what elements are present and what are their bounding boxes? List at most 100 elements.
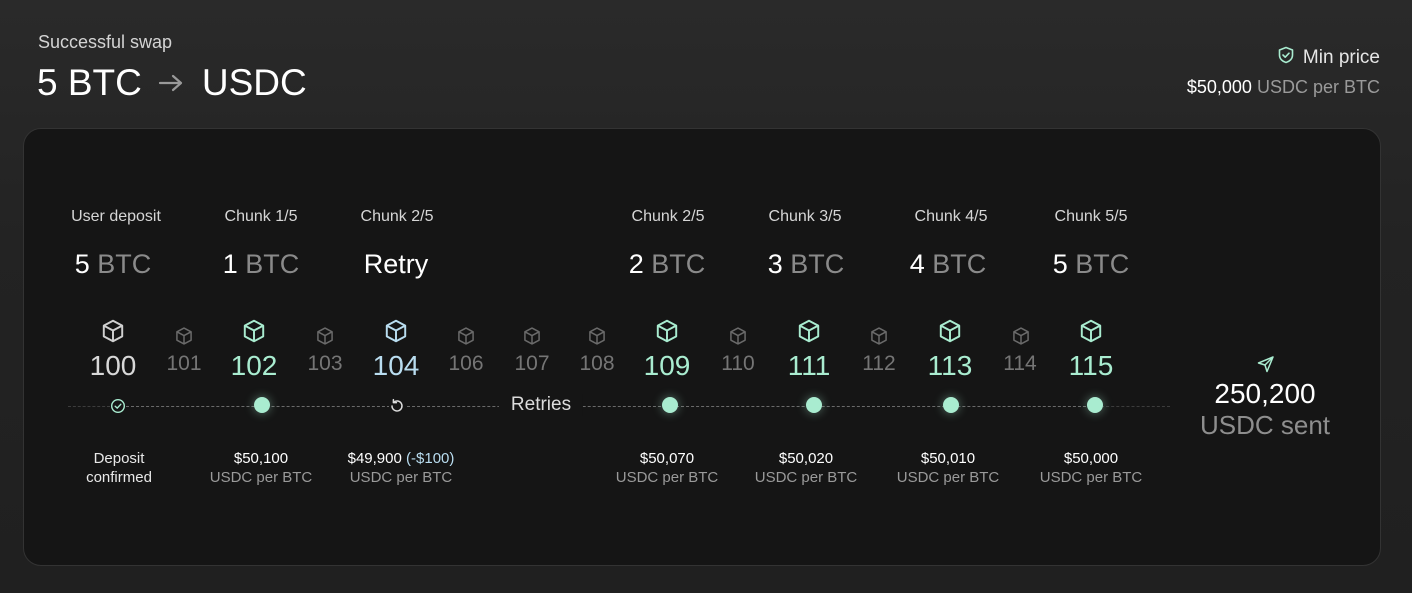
cube-icon [654, 318, 680, 344]
block-number: 113 [927, 350, 973, 381]
retries-label: Retries [498, 394, 584, 416]
chunk4-amount-number: 4 [909, 249, 925, 279]
cube-icon [456, 326, 476, 346]
chunk5-price-unit: USDC per BTC [1039, 469, 1143, 486]
block-number: 106 [448, 352, 484, 375]
column-label-chunk1: Chunk 1/5 [224, 208, 298, 225]
chunk2-retry-price-diff: (-$100) [406, 450, 455, 467]
chunk2-amount-unit: BTC [651, 249, 706, 279]
timeline-line [676, 406, 1096, 407]
chunk2-retry-price-unit: USDC per BTC [349, 469, 453, 486]
swap-from-amount: 5 BTC [37, 62, 142, 103]
chunk3-node [806, 397, 822, 413]
timeline-line [1096, 406, 1170, 407]
chunk2-price-value: $50,070 [639, 450, 695, 467]
cube-icon [1011, 326, 1031, 346]
swap-to-asset: USDC [201, 62, 307, 103]
cube-icon [587, 326, 607, 346]
chunk3-amount-number: 3 [767, 249, 783, 279]
cube-icon [100, 318, 126, 344]
chunk4-node [943, 397, 959, 413]
min-price-amount: $50,000 [1186, 77, 1252, 97]
chunk3-amount-unit: BTC [790, 249, 845, 279]
column-label-chunk3: Chunk 3/5 [768, 208, 842, 225]
block-number: 114 [1003, 352, 1037, 375]
column-label-chunk4: Chunk 4/5 [914, 208, 988, 225]
column-label-deposit: User deposit [71, 208, 161, 225]
chunk2-retry-price-value: $49,900 [347, 450, 402, 467]
chunk4-amount-unit: BTC [932, 249, 987, 279]
cube-icon [383, 318, 409, 344]
swap-status-subtitle: Successful swap [38, 32, 173, 52]
check-circle-icon [108, 396, 128, 416]
cube-icon [1078, 318, 1104, 344]
column-label-chunk2: Chunk 2/5 [631, 208, 705, 225]
chunk4-amount: 4 BTC [910, 249, 987, 280]
timeline-line [68, 406, 110, 407]
chunk1-price-unit: USDC per BTC [209, 469, 313, 486]
min-price-label: Min price [1302, 47, 1380, 68]
chunk5-price-value: $50,000 [1063, 450, 1119, 467]
cube-icon [522, 326, 542, 346]
cube-icon [869, 326, 889, 346]
chunk2-price: $50,070 USDC per BTC [616, 449, 719, 487]
deposit-confirmed-line1: Deposit [93, 450, 145, 467]
chunk5-amount: 5 BTC [1053, 249, 1130, 280]
sent-label: USDC sent [1199, 410, 1331, 440]
chunk1-amount: 1 BTC [223, 249, 300, 280]
block-number: 111 [787, 350, 831, 381]
deposit-confirmed-line2: confirmed [86, 469, 152, 486]
swap-title: 5 BTC USDC [37, 62, 307, 104]
chunk1-price: $50,100 USDC per BTC [210, 449, 313, 487]
min-price-header: Min price [1277, 46, 1380, 70]
column-label-chunk5: Chunk 5/5 [1054, 208, 1128, 225]
block-number: 109 [643, 350, 691, 381]
block-number: 107 [514, 352, 550, 375]
deposit-confirmed-status: Deposit confirmed [86, 449, 152, 487]
chunk2-price-unit: USDC per BTC [615, 469, 719, 486]
cube-icon [796, 318, 822, 344]
chunk1-amount-unit: BTC [245, 249, 300, 279]
chunk2-amount-number: 2 [628, 249, 644, 279]
chunk5-node [1087, 397, 1103, 413]
block-number: 112 [862, 352, 896, 375]
chunk1-node [254, 397, 270, 413]
block-number: 110 [721, 352, 755, 375]
chunk4-price-value: $50,010 [920, 450, 976, 467]
swap-timeline-panel [23, 128, 1381, 566]
block-number: 103 [307, 352, 343, 375]
cube-icon [315, 326, 335, 346]
deposit-amount: 5 BTC [75, 249, 152, 280]
chunk3-price-unit: USDC per BTC [754, 469, 858, 486]
block-number: 102 [230, 350, 278, 381]
min-price-value: $50,000 USDC per BTC [1187, 77, 1380, 98]
send-icon [1256, 354, 1276, 374]
chunk2-retry-price: $49,900 (-$100) USDC per BTC [348, 449, 455, 487]
arrow-right-icon [158, 73, 184, 93]
cube-icon [241, 318, 267, 344]
column-label-chunk2-retry: Chunk 2/5 [360, 208, 434, 225]
block-number: 108 [579, 352, 615, 375]
block-number: 115 [1068, 350, 1114, 381]
cube-icon [937, 318, 963, 344]
block-number: 101 [166, 352, 202, 375]
deposit-amount-number: 5 [74, 249, 90, 279]
chunk2-retry-status: Retry [363, 249, 429, 279]
chunk3-price: $50,020 USDC per BTC [755, 449, 858, 487]
chunk2-node [662, 397, 678, 413]
chunk5-amount-number: 5 [1052, 249, 1068, 279]
cube-icon [728, 326, 748, 346]
cube-icon [174, 326, 194, 346]
chunk1-amount-number: 1 [222, 249, 238, 279]
block-number: 100 [89, 350, 137, 381]
retry-icon [387, 396, 407, 416]
chunk4-price: $50,010 USDC per BTC [897, 449, 1000, 487]
chunk5-amount-unit: BTC [1075, 249, 1130, 279]
min-price-unit: USDC per BTC [1256, 77, 1380, 97]
chunk3-amount: 3 BTC [768, 249, 845, 280]
sent-amount: 250,200 [1214, 378, 1316, 409]
shield-check-icon [1277, 46, 1295, 70]
chunk5-price: $50,000 USDC per BTC [1040, 449, 1143, 487]
chunk3-price-value: $50,020 [778, 450, 834, 467]
chunk4-price-unit: USDC per BTC [896, 469, 1000, 486]
